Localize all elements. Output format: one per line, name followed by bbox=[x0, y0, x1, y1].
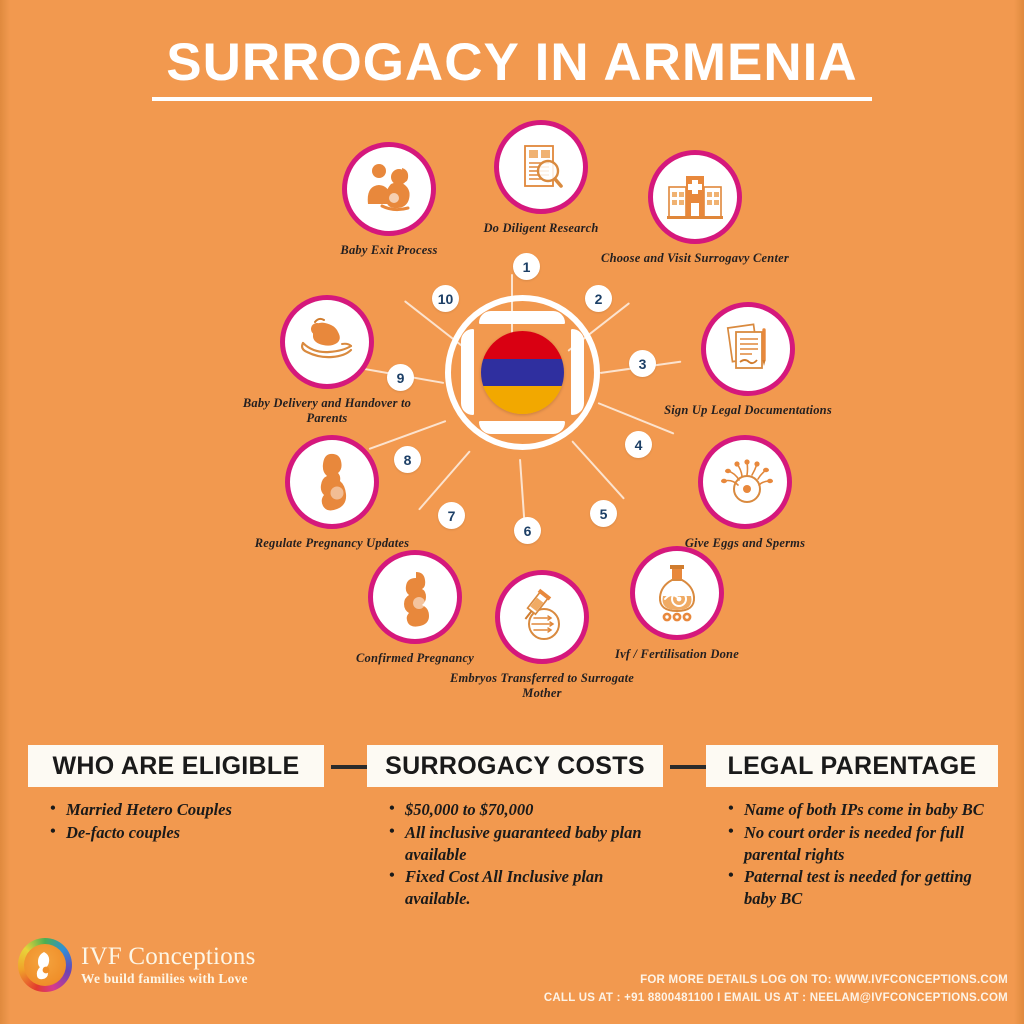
list-item: De-facto couples bbox=[50, 821, 324, 844]
brand-logo-block[interactable]: IVF Conceptions We build families with L… bbox=[18, 938, 256, 992]
emblem-outer-ring bbox=[445, 295, 600, 450]
ivf-conceptions-logo-icon bbox=[18, 938, 72, 992]
panel-divider-left bbox=[331, 765, 367, 769]
step-number-8: 8 bbox=[394, 446, 421, 473]
step-label-8: Regulate Pregnancy Updates bbox=[254, 536, 410, 550]
panel-header-costs: SURROGACY COSTS bbox=[367, 745, 663, 787]
panel-title-costs: SURROGACY COSTS bbox=[385, 751, 645, 780]
egg-sperm-icon bbox=[698, 435, 792, 529]
step-number-7: 7 bbox=[438, 502, 465, 529]
step-label-5: Ivf / Fertilisation Done bbox=[615, 647, 739, 661]
step-node-2[interactable]: Choose and Visit Surrogavy Center bbox=[595, 150, 795, 266]
list-item: No court order is needed for full parent… bbox=[728, 821, 998, 866]
panel-list-legal: Name of both IPs come in baby BC No cour… bbox=[706, 798, 998, 910]
step-node-9[interactable]: Baby Delivery and Handover to Parents bbox=[227, 295, 427, 427]
step-node-7[interactable]: Confirmed Pregnancy bbox=[315, 550, 515, 666]
list-item: $50,000 to $70,000 bbox=[389, 798, 663, 821]
step-number-3: 3 bbox=[629, 350, 656, 377]
step-node-6[interactable]: Embryos Transferred to Surrogate Mother bbox=[442, 570, 642, 702]
contact-phone-email-line[interactable]: CALL US AT : +91 8800481100 I EMAIL US A… bbox=[543, 991, 1008, 1004]
step-label-7: Confirmed Pregnancy bbox=[355, 651, 475, 665]
panel-header-eligible: WHO ARE ELIGIBLE bbox=[28, 745, 324, 787]
panel-title-eligible: WHO ARE ELIGIBLE bbox=[52, 751, 300, 780]
step-number-9: 9 bbox=[387, 364, 414, 391]
step-node-4[interactable]: Give Eggs and Sperms bbox=[645, 435, 845, 551]
list-item: Name of both IPs come in baby BC bbox=[728, 798, 998, 821]
step-number-2: 2 bbox=[585, 285, 612, 312]
step-node-8[interactable]: Regulate Pregnancy Updates bbox=[232, 435, 432, 551]
spoke-6 bbox=[519, 458, 526, 521]
panel-who-are-eligible: WHO ARE ELIGIBLE Married Hetero Couples … bbox=[28, 745, 324, 845]
family-with-baby-icon bbox=[342, 142, 436, 236]
panel-header-legal: LEGAL PARENTAGE bbox=[706, 745, 998, 787]
legal-papers-pen-icon bbox=[701, 302, 795, 396]
panel-list-eligible: Married Hetero Couples De-facto couples bbox=[28, 798, 324, 844]
emblem-segment-bottom bbox=[479, 421, 565, 434]
mother-child-flame-icon bbox=[36, 952, 50, 980]
panel-divider-right bbox=[670, 765, 706, 769]
step-number-5: 5 bbox=[590, 500, 617, 527]
step-number-4: 4 bbox=[625, 431, 652, 458]
step-number-6: 6 bbox=[514, 517, 541, 544]
step-label-2: Choose and Visit Surrogavy Center bbox=[601, 251, 789, 265]
contact-block: FOR MORE DETAILS LOG ON TO: WWW.IVFCONCE… bbox=[544, 972, 1008, 1008]
step-label-9: Baby Delivery and Handover to Parents bbox=[242, 396, 412, 426]
center-emblem bbox=[445, 295, 600, 450]
step-label-4: Give Eggs and Sperms bbox=[684, 536, 806, 550]
pregnant-woman-confirmed-icon bbox=[368, 550, 462, 644]
step-label-6: Embryos Transferred to Surrogate Mother bbox=[449, 671, 635, 701]
left-edge-strip bbox=[0, 0, 10, 1024]
brand-name: IVF Conceptions bbox=[81, 943, 256, 971]
brand-text: IVF Conceptions We build families with L… bbox=[81, 944, 256, 986]
step-number-1: 1 bbox=[513, 253, 540, 280]
contact-website-line[interactable]: FOR MORE DETAILS LOG ON TO: WWW.IVFCONCE… bbox=[640, 974, 1008, 986]
emblem-segment-right bbox=[571, 329, 584, 415]
process-wheel: 1 2 3 4 5 6 7 8 9 10 Do Diligent Researc… bbox=[0, 110, 1024, 725]
emblem-segment-left bbox=[461, 329, 474, 415]
panel-surrogacy-costs: SURROGACY COSTS $50,000 to $70,000 All i… bbox=[367, 745, 663, 911]
pregnant-woman-icon bbox=[285, 435, 379, 529]
step-label-10: Baby Exit Process bbox=[340, 243, 438, 257]
step-label-1: Do Diligent Research bbox=[483, 221, 599, 235]
list-item: Married Hetero Couples bbox=[50, 798, 324, 821]
footer: IVF Conceptions We build families with L… bbox=[0, 924, 1024, 1024]
title-container: SURROGACY IN ARMENIA bbox=[0, 34, 1024, 102]
armenia-flag-icon bbox=[481, 331, 564, 414]
lab-flask-icon bbox=[630, 546, 724, 640]
panel-list-costs: $50,000 to $70,000 All inclusive guarant… bbox=[367, 798, 663, 910]
hospital-building-icon bbox=[648, 150, 742, 244]
emblem-segment-top bbox=[479, 311, 565, 324]
flag-band-blue bbox=[481, 358, 564, 387]
page-title: SURROGACY IN ARMENIA bbox=[152, 34, 872, 102]
brand-tagline: We build families with Love bbox=[81, 971, 248, 987]
document-magnifier-icon bbox=[494, 120, 588, 214]
step-number-10: 10 bbox=[432, 285, 459, 312]
step-node-1[interactable]: Do Diligent Research bbox=[441, 120, 641, 236]
info-panels: WHO ARE ELIGIBLE Married Hetero Couples … bbox=[0, 745, 1024, 915]
step-node-5[interactable]: Ivf / Fertilisation Done bbox=[577, 546, 777, 662]
panel-title-legal: LEGAL PARENTAGE bbox=[727, 751, 977, 780]
step-node-3[interactable]: Sign Up Legal Documentations bbox=[648, 302, 848, 418]
newborn-in-hands-icon bbox=[280, 295, 374, 389]
list-item: Paternal test is needed for getting baby… bbox=[728, 865, 998, 910]
list-item: All inclusive guaranteed baby plan avail… bbox=[389, 821, 663, 866]
panel-legal-parentage: LEGAL PARENTAGE Name of both IPs come in… bbox=[706, 745, 998, 911]
step-node-10[interactable]: Baby Exit Process bbox=[289, 142, 489, 258]
step-label-3: Sign Up Legal Documentations bbox=[664, 403, 832, 417]
list-item: Fixed Cost All Inclusive plan available. bbox=[389, 865, 663, 910]
embryo-transfer-syringe-icon bbox=[495, 570, 589, 664]
logo-inner-disc bbox=[24, 944, 66, 986]
